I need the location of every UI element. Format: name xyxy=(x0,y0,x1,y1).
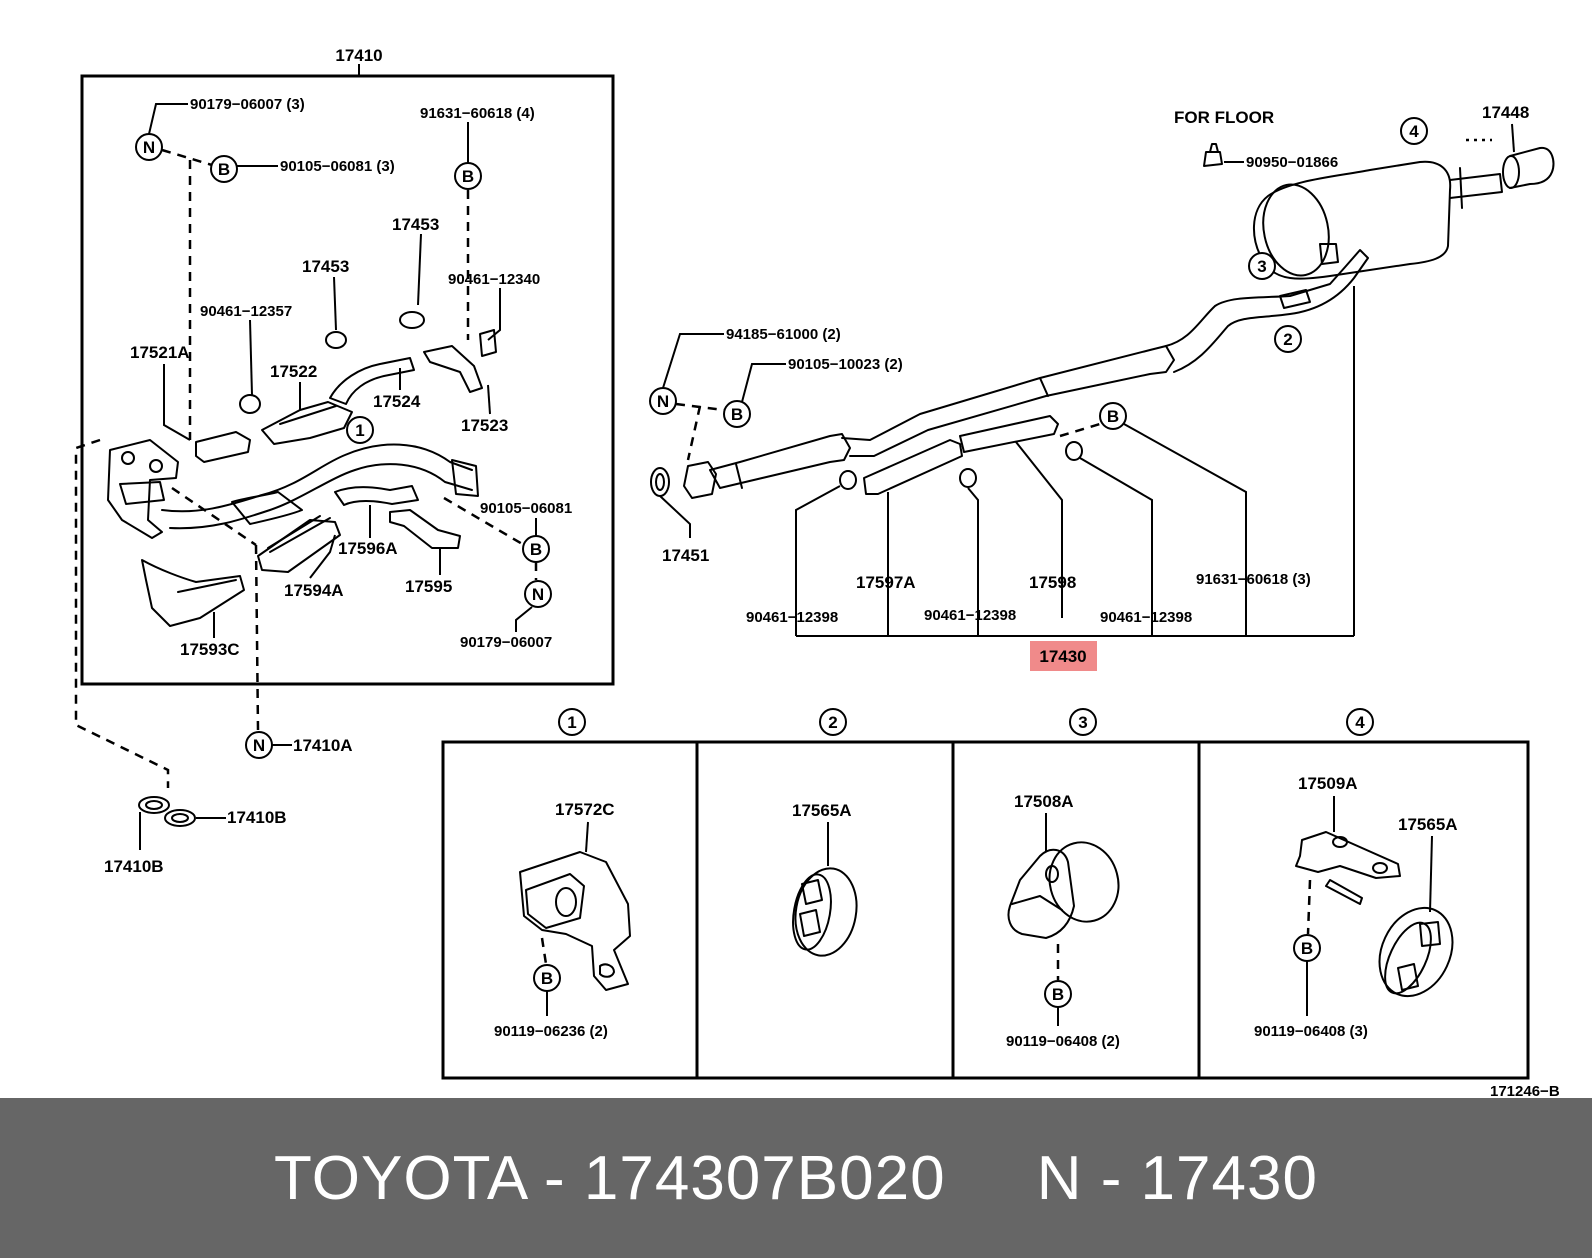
label-90119-06408-2: 90119−06408 (2) xyxy=(1006,1033,1120,1050)
svg-text:2: 2 xyxy=(1283,330,1292,349)
callout-4-upper: 4 xyxy=(1400,117,1428,145)
svg-text:N: N xyxy=(532,585,544,604)
label-91631-60618-3: 91631−60618 (3) xyxy=(1196,571,1311,588)
label-90179-06007: 90179−06007 xyxy=(460,634,552,651)
target-highlight xyxy=(1030,641,1097,671)
svg-text:4: 4 xyxy=(1409,122,1419,141)
svg-text:4: 4 xyxy=(1355,713,1365,732)
svg-text:B: B xyxy=(530,540,542,559)
part-caption-bar: TOYOTA - 174307B020 N - 17430 xyxy=(0,1098,1592,1258)
label-17523: 17523 xyxy=(461,416,508,435)
symbol-n-top-left: N xyxy=(135,133,163,161)
gasket-17410B-drawing xyxy=(138,796,196,827)
label-17508A: 17508A xyxy=(1014,792,1074,811)
label-90119-06236-2: 90119−06236 (2) xyxy=(494,1023,608,1040)
svg-text:3: 3 xyxy=(1078,713,1087,732)
label-17410B-bottom: 17410B xyxy=(104,857,164,876)
panel-4: 4 17509A B 90119−06408 (3) 17565A xyxy=(1254,708,1458,1040)
symbol-b-mid-right: B xyxy=(522,535,550,563)
rubber-17565A-drawing-b xyxy=(1378,906,1454,998)
svg-text:B: B xyxy=(462,167,474,186)
svg-text:B: B xyxy=(1301,939,1313,958)
symbol-n-mid-right: N xyxy=(524,580,552,608)
symbol-n-17410A: N xyxy=(245,731,273,759)
svg-text:N: N xyxy=(657,392,669,411)
label-17593C: 17593C xyxy=(180,640,240,659)
label-17594A: 17594A xyxy=(284,581,344,600)
svg-text:B: B xyxy=(1052,985,1064,1004)
panel-2: 2 17565A xyxy=(792,708,858,957)
label-90461-12398-c: 90461−12398 xyxy=(1100,609,1192,626)
label-17521A: 17521A xyxy=(130,343,190,362)
callout-3-upper: 3 xyxy=(1248,252,1276,280)
exhaust-parts-diagram: 17410 N 90179−06007 (3) B 90105−06081 (3… xyxy=(74,46,1560,1098)
callout-2-upper: 2 xyxy=(1274,325,1302,353)
symbol-b-top-right: B xyxy=(454,162,482,190)
label-for-floor: FOR FLOOR xyxy=(1174,108,1274,127)
label-94185-61000-2: 94185−61000 (2) xyxy=(726,326,841,343)
label-17410A: 17410A xyxy=(293,736,353,755)
group-17410-frame xyxy=(80,74,615,686)
svg-text:1: 1 xyxy=(355,421,364,440)
svg-text:B: B xyxy=(218,160,230,179)
label-90179-06007-3: 90179−06007 (3) xyxy=(190,96,305,113)
label-91631-60618-4: 91631−60618 (4) xyxy=(420,105,535,122)
label-90461-12398-a: 90461−12398 xyxy=(746,609,838,626)
label-90105-06081-3: 90105−06081 (3) xyxy=(280,158,395,175)
svg-text:3: 3 xyxy=(1257,257,1266,276)
label-17597A: 17597A xyxy=(856,573,916,592)
svg-text:N: N xyxy=(253,736,265,755)
label-17598: 17598 xyxy=(1029,573,1076,592)
label-90461-12398-b: 90461−12398 xyxy=(924,607,1016,624)
symbol-b-rear: B xyxy=(1099,402,1127,430)
label-17451: 17451 xyxy=(662,546,709,565)
label-17565A-panel2: 17565A xyxy=(792,801,852,820)
detail-panels: 1 17572C B 90119−06236 (2) 2 17565A xyxy=(441,708,1530,1080)
exhaust-center-rear-drawing xyxy=(650,146,1555,499)
label-17524: 17524 xyxy=(373,392,421,411)
label-17565A-panel4: 17565A xyxy=(1398,815,1458,834)
panel-3: 3 17508A B 90119−06408 (2) xyxy=(1006,708,1120,1050)
label-17509A: 17509A xyxy=(1298,774,1358,793)
label-90105-06081: 90105−06081 xyxy=(480,500,572,517)
label-90461-12340: 90461−12340 xyxy=(448,271,540,288)
svg-text:B: B xyxy=(541,969,553,988)
symbol-b-top-left: B xyxy=(210,155,238,183)
rubber-17565A-drawing-a xyxy=(792,867,858,957)
label-17453-b: 17453 xyxy=(302,257,349,276)
label-90119-06408-3: 90119−06408 (3) xyxy=(1254,1023,1368,1040)
detail-panels-frame xyxy=(441,740,1530,1080)
svg-text:N: N xyxy=(143,138,155,157)
floor-nut-icon xyxy=(1203,143,1223,167)
label-17595: 17595 xyxy=(405,577,452,596)
callout-1-upper: 1 xyxy=(346,416,374,444)
hanger-17572C-drawing xyxy=(519,851,631,991)
panel-1: 1 17572C B 90119−06236 (2) xyxy=(494,708,631,1040)
label-17448: 17448 xyxy=(1482,103,1529,122)
hanger-17508A-drawing xyxy=(1007,841,1120,939)
symbol-b-front-pipe: B xyxy=(723,400,751,428)
label-90105-10023-2: 90105−10023 (2) xyxy=(788,356,903,373)
target-part-17430[interactable]: 17430 xyxy=(1030,641,1097,671)
group-17410-label: 17410 xyxy=(335,46,382,65)
front-pipe-assembly-drawing xyxy=(107,311,497,627)
label-17410B-right: 17410B xyxy=(227,808,287,827)
label-17596A: 17596A xyxy=(338,539,398,558)
part-caption-text: TOYOTA - 174307B020 N - 17430 xyxy=(274,1143,1318,1213)
svg-text:B: B xyxy=(731,405,743,424)
svg-text:1: 1 xyxy=(567,713,576,732)
label-17453-a: 17453 xyxy=(392,215,439,234)
label-17522: 17522 xyxy=(270,362,317,381)
illustration-code: 171246−B xyxy=(1490,1083,1560,1098)
bracket-17509A-drawing xyxy=(1295,831,1401,905)
group-17410: 17410 N 90179−06007 (3) B 90105−06081 (3… xyxy=(80,46,615,731)
label-90461-12357: 90461−12357 xyxy=(200,303,292,320)
label-17572C: 17572C xyxy=(555,800,615,819)
symbol-n-front-pipe: N xyxy=(649,387,677,415)
svg-text:B: B xyxy=(1107,407,1119,426)
svg-text:2: 2 xyxy=(828,713,837,732)
label-90950-01866: 90950−01866 xyxy=(1246,154,1338,171)
target-label: 17430 xyxy=(1039,647,1086,666)
